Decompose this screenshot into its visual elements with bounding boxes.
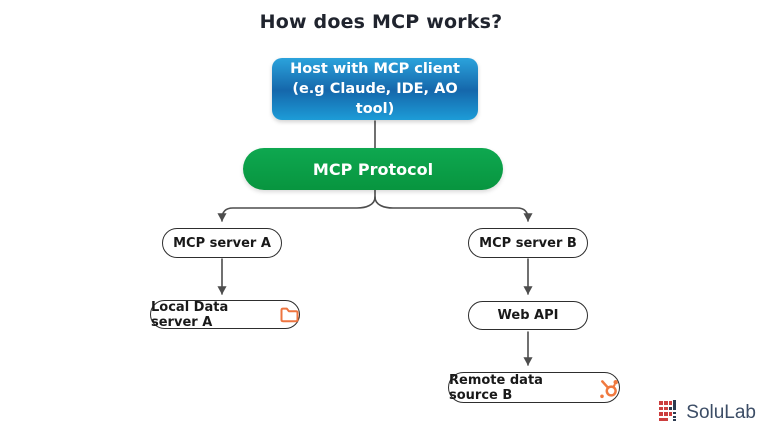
brand-logo: SoluLab (659, 400, 756, 425)
node-server-b-label: MCP server B (479, 235, 577, 251)
sprocket-icon (597, 377, 619, 399)
node-server-a-label: MCP server A (173, 235, 271, 251)
node-mcp-protocol: MCP Protocol (243, 148, 503, 190)
node-local-data-label: Local Data server A (151, 299, 229, 330)
solulab-logo-icon (659, 400, 680, 425)
node-local-data-server-a: Local Data server A (150, 299, 300, 330)
node-protocol-label: MCP Protocol (312, 159, 434, 179)
node-host-label: Host with MCP client (e.g Claude, IDE, A… (290, 60, 460, 118)
node-web-api-label: Web API (497, 308, 559, 323)
node-host-mcp-client: Host with MCP client (e.g Claude, IDE, A… (272, 58, 478, 120)
node-mcp-server-a: MCP server A (162, 228, 282, 258)
page-title: How does MCP works? (259, 11, 503, 33)
node-mcp-server-b: MCP server B (468, 228, 588, 258)
node-remote-data-label: Remote data source B (449, 372, 543, 403)
node-remote-data-source-b: Remote data source B (448, 372, 620, 403)
brand-name: SoluLab (686, 401, 756, 423)
folder-icon (280, 307, 299, 323)
node-web-api: Web API (468, 301, 588, 330)
